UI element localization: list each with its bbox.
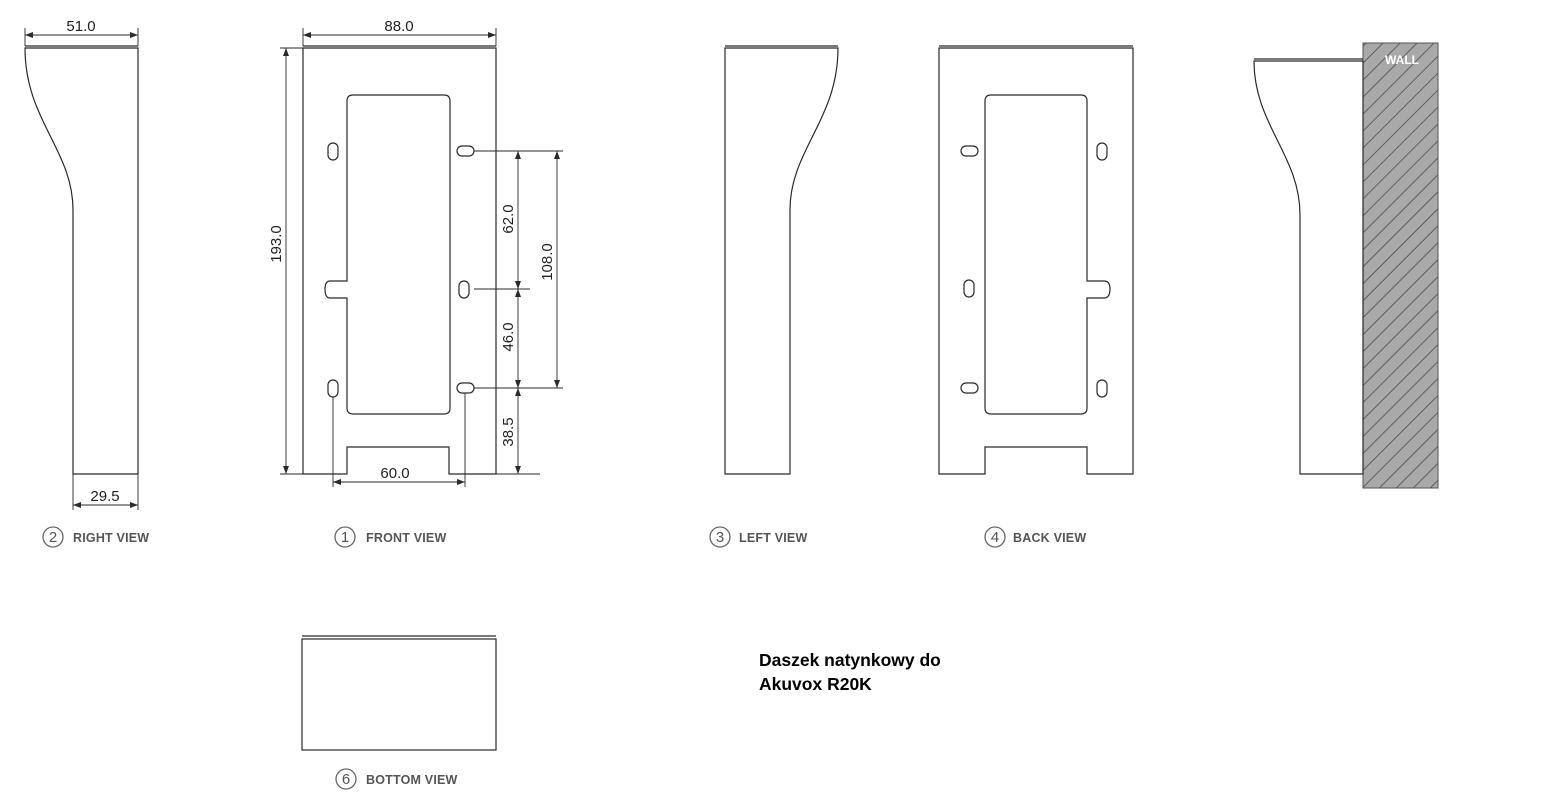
dim-notch-width: 60.0: [380, 465, 409, 482]
dim-right-top-width: 51.0: [66, 18, 95, 35]
dim-bottom-offset: 38.5: [500, 417, 517, 446]
view-number-circle: [984, 526, 1006, 548]
wall-hatch: [1362, 42, 1439, 489]
right-view: 51.0 29.5 2 RIGHT VIEW: [24, 18, 149, 548]
dim-front-width: 88.0: [384, 18, 413, 35]
view-label-bottom: BOTTOM VIEW: [366, 773, 458, 787]
view-label-left: LEFT VIEW: [739, 531, 807, 545]
wall-mount-view: WALL: [1253, 42, 1439, 489]
caption-line-1: Daszek natynkowy do: [759, 650, 941, 670]
view-number: 1: [341, 529, 349, 546]
view-number-circle: [335, 768, 357, 790]
wall-label: WALL: [1385, 53, 1419, 67]
dim-hole-spacing-upper: 62.0: [500, 204, 517, 233]
view-label-back: BACK VIEW: [1013, 531, 1086, 545]
dim-right-bottom-width: 29.5: [90, 488, 119, 505]
back-view: 4 BACK VIEW: [938, 45, 1134, 548]
bottom-view: 6 BOTTOM VIEW: [301, 635, 497, 790]
view-number: 6: [342, 771, 350, 788]
dim-front-height: 193.0: [268, 225, 285, 263]
dim-hole-span: 108.0: [539, 243, 556, 281]
dim-hole-spacing-lower: 46.0: [500, 322, 517, 351]
view-number: 4: [991, 529, 999, 546]
view-label-front: FRONT VIEW: [366, 531, 446, 545]
product-caption: Daszek natynkowy do Akuvox R20K: [759, 648, 941, 696]
view-number: 2: [49, 529, 57, 546]
left-view: 3 LEFT VIEW: [709, 45, 839, 548]
view-label-right: RIGHT VIEW: [73, 531, 149, 545]
caption-line-2: Akuvox R20K: [759, 674, 872, 694]
view-number-circle: [334, 526, 356, 548]
view-number-circle: [709, 526, 731, 548]
view-number-circle: [42, 526, 64, 548]
view-number: 3: [716, 529, 724, 546]
front-view: 88.0 193.0 62.0 46.0 38.5 108.0 60.0: [268, 18, 563, 548]
